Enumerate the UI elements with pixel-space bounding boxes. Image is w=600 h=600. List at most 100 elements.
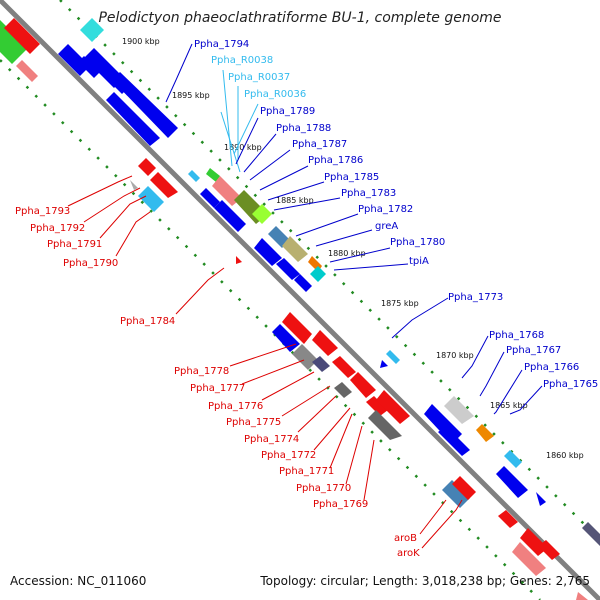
tick-label: 1885 kbp (276, 196, 314, 205)
gene-label[interactable]: Ppha_1784 (120, 316, 175, 327)
gene-feature (112, 72, 178, 138)
topology-text: Topology: circular; Length: 3,018,238 bp… (260, 574, 590, 588)
gene-feature (310, 266, 326, 282)
gene-label[interactable]: aroK (397, 548, 420, 559)
gene-label[interactable]: Ppha_1793 (15, 206, 70, 217)
gene-feature (58, 44, 90, 76)
gene-feature (366, 396, 388, 416)
gene-label[interactable]: Ppha_1773 (448, 292, 503, 303)
upper-outer-guide (59, 0, 600, 541)
gene-feature (334, 382, 352, 398)
gene-label[interactable]: tpiA (409, 256, 429, 267)
gene-feature (4, 18, 40, 54)
gene-feature (150, 172, 178, 198)
reverse-gene-labels: Ppha_1793 Ppha_1792 Ppha_1791 Ppha_1790 … (15, 206, 420, 559)
gene-label[interactable]: Ppha_1785 (324, 172, 379, 183)
gene-feature (376, 390, 410, 424)
gene-label[interactable]: Ppha_1791 (47, 239, 102, 250)
gene-label[interactable]: Ppha_1786 (308, 155, 363, 166)
gene-feature (254, 238, 282, 266)
gene-feature (130, 180, 138, 190)
gene-label[interactable]: aroB (394, 533, 417, 544)
gene-feature (138, 158, 156, 176)
gene-feature (512, 542, 546, 576)
gene-label[interactable]: Ppha_1765 (543, 379, 598, 390)
gene-feature (332, 356, 356, 378)
gene-label[interactable]: Ppha_1787 (292, 139, 347, 150)
gene-feature (386, 350, 400, 364)
tick-label: 1875 kbp (381, 299, 419, 308)
gene-feature (444, 396, 474, 424)
gene-label[interactable]: Ppha_1782 (358, 204, 413, 215)
gene-feature (438, 426, 470, 456)
gene-feature (452, 476, 476, 500)
gene-feature (138, 186, 164, 212)
gene-feature (496, 466, 528, 498)
gene-feature (442, 480, 470, 508)
gene-label[interactable]: Ppha_1780 (390, 237, 445, 248)
gene-feature (312, 330, 338, 356)
gene-label[interactable]: Ppha_1775 (226, 417, 281, 428)
gene-feature (206, 168, 220, 182)
gene-label[interactable]: Ppha_R0036 (244, 89, 306, 100)
tick-label: 1900 kbp (122, 37, 160, 46)
gene-feature (80, 18, 104, 42)
gene-label[interactable]: Ppha_1771 (279, 466, 334, 477)
reverse-genes (130, 158, 588, 600)
forward-gene-labels: Ppha_1794 Ppha_R0038 Ppha_R0037 Ppha_R00… (194, 39, 598, 390)
gene-label[interactable]: Ppha_1788 (276, 123, 331, 134)
gene-feature (312, 356, 330, 372)
gene-feature (368, 410, 402, 440)
tick-label: 1860 kbp (546, 451, 584, 460)
gene-label[interactable]: Ppha_1776 (208, 401, 263, 412)
gene-feature (268, 226, 290, 248)
tick-label: 1870 kbp (436, 351, 474, 360)
gene-label[interactable]: Ppha_1778 (174, 366, 229, 377)
gene-feature (78, 56, 100, 78)
gene-label[interactable]: Ppha_1769 (313, 499, 368, 510)
tick-label: 1890 kbp (224, 143, 262, 152)
gene-feature (188, 170, 200, 182)
gene-label[interactable]: Ppha_1789 (260, 106, 315, 117)
gene-label[interactable]: Ppha_1772 (261, 450, 316, 461)
tick-label: 1895 kbp (172, 91, 210, 100)
genome-title: Pelodictyon phaeoclathratiforme BU-1, co… (98, 10, 502, 26)
gene-feature (292, 344, 318, 370)
gene-feature (282, 312, 312, 344)
gene-label[interactable]: Ppha_1770 (296, 483, 351, 494)
gene-feature (582, 522, 600, 546)
gene-label[interactable]: Ppha_1768 (489, 330, 544, 341)
gene-feature (504, 450, 522, 468)
gene-label[interactable]: Ppha_R0037 (228, 72, 290, 83)
gene-feature (576, 592, 588, 600)
gene-label[interactable]: Ppha_1766 (524, 362, 579, 373)
gene-label[interactable]: Ppha_1767 (506, 345, 561, 356)
gene-label[interactable]: Ppha_1790 (63, 258, 118, 269)
lower-outer-guide (0, 59, 541, 600)
gene-feature (200, 188, 220, 208)
gene-label[interactable]: Ppha_1792 (30, 223, 85, 234)
tick-label: 1880 kbp (328, 249, 366, 258)
gene-label[interactable]: greA (375, 221, 398, 232)
gene-feature (282, 236, 308, 262)
gene-feature (16, 60, 38, 82)
gene-feature (252, 204, 272, 224)
gene-feature (106, 92, 160, 146)
gene-feature (212, 176, 242, 206)
gene-feature (236, 256, 242, 264)
gene-feature (476, 424, 494, 442)
gene-label[interactable]: Ppha_1794 (194, 39, 249, 50)
gene-label[interactable]: Ppha_1783 (341, 188, 396, 199)
gene-feature (498, 510, 518, 528)
tick-label: 1865 kbp (490, 401, 528, 410)
gene-label[interactable]: Ppha_1777 (190, 383, 245, 394)
scale-ticks: 1900 kbp 1895 kbp 1890 kbp 1885 kbp 1880… (122, 37, 584, 460)
forward-genes (0, 18, 600, 546)
gene-feature (538, 540, 560, 560)
reverse-leader-lines (67, 175, 463, 549)
gene-label[interactable]: Ppha_R0038 (211, 55, 273, 66)
gene-label[interactable]: Ppha_1774 (244, 434, 299, 445)
gene-feature (380, 360, 388, 368)
